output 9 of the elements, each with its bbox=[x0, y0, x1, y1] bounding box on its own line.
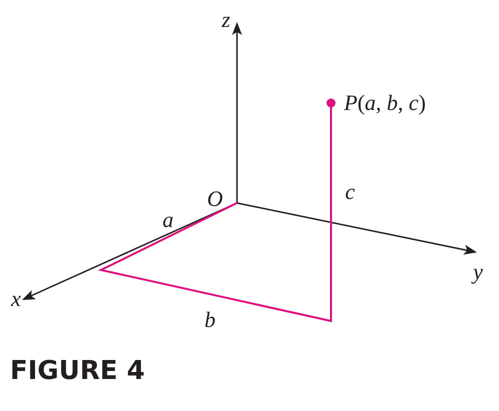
axis-label: c bbox=[345, 181, 355, 203]
axis-label: y bbox=[473, 261, 483, 283]
axis-label: P(a, b, c) bbox=[344, 92, 426, 114]
figure-caption: FIGURE 4 bbox=[10, 355, 145, 388]
axis-label: x bbox=[11, 288, 21, 310]
axis-label: b bbox=[204, 309, 216, 331]
axis-label: a bbox=[162, 209, 174, 231]
axis-label: O bbox=[207, 188, 223, 210]
axis-label: z bbox=[222, 9, 230, 31]
